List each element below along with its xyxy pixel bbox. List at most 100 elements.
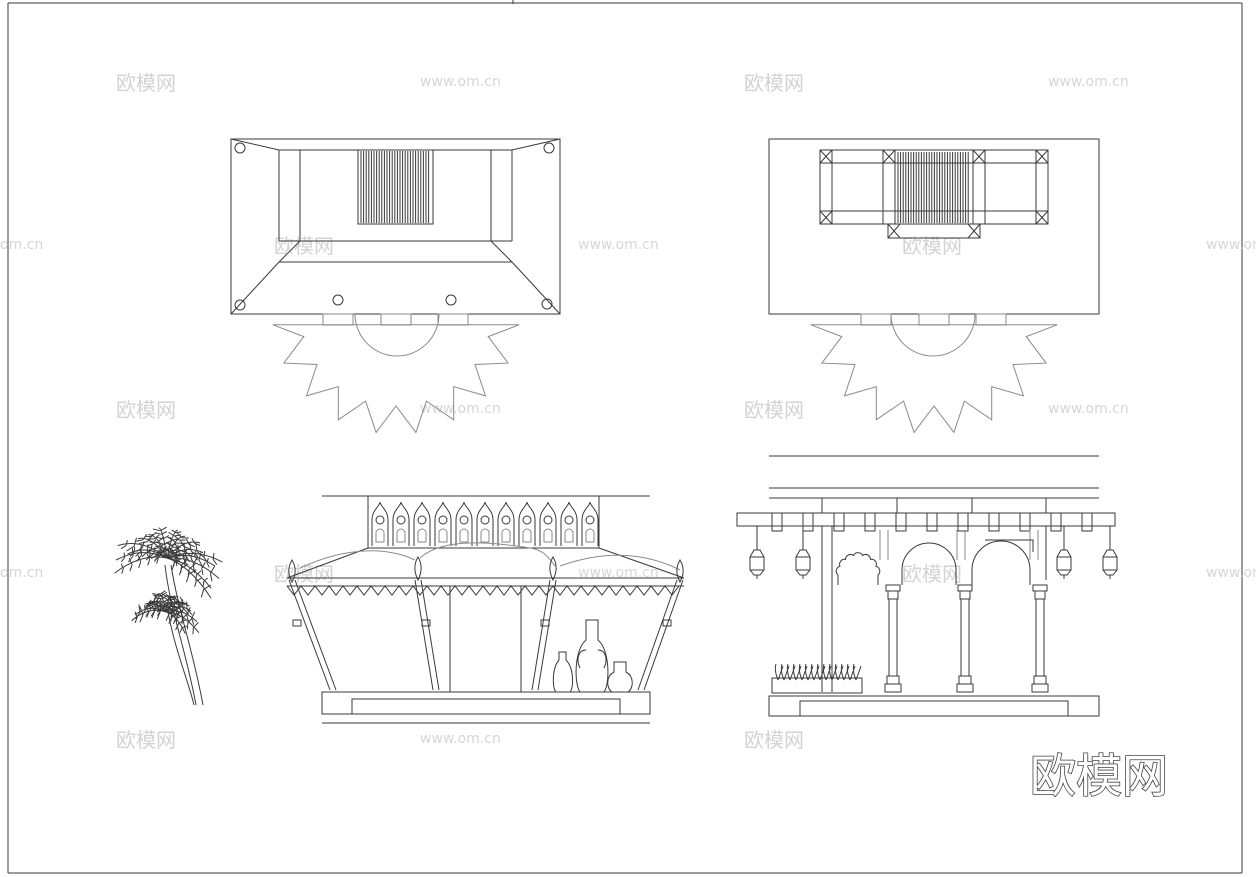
palm-fronds-lower <box>131 590 200 635</box>
palm-leaflet <box>155 532 162 535</box>
palm-leaflet <box>161 603 168 608</box>
palm-leaflet <box>164 546 171 553</box>
palm-leaflet <box>156 558 159 564</box>
planter-leaf <box>852 663 862 681</box>
palm-leaflet <box>161 593 170 599</box>
palm-leaflet <box>156 607 164 611</box>
palm-leaflet <box>128 557 133 565</box>
column-base <box>1033 675 1047 685</box>
palm-leaflet <box>183 556 188 562</box>
palm-leaflet <box>212 559 218 565</box>
plan-scalloped-base-right <box>810 313 1058 434</box>
palm-leaflet <box>156 610 162 616</box>
column-base <box>956 683 974 693</box>
palm-leaflet <box>196 570 202 576</box>
palm-leaflet <box>200 589 205 598</box>
palm-leaflet <box>162 599 168 604</box>
lattice-ring <box>480 515 490 525</box>
watermark-url-partial: om.cn <box>0 565 43 581</box>
palm-leaflet <box>168 545 173 554</box>
palm-leaflet <box>178 567 183 576</box>
palm-frond <box>158 527 168 559</box>
column-base <box>958 675 972 685</box>
site-logo-text: 欧模网 <box>1030 749 1168 803</box>
palm-leaflet <box>198 551 202 561</box>
watermark-url-partial: om.cn <box>0 237 43 253</box>
palm-frond <box>166 557 212 599</box>
palm-leaflet <box>161 531 167 535</box>
palm-frond <box>157 593 167 613</box>
dentil-block <box>988 512 1000 532</box>
column-capital <box>959 590 971 600</box>
palm-leaflet <box>209 573 213 582</box>
palm-leaflet <box>179 602 185 606</box>
palm-leaflet <box>176 531 182 534</box>
watermark-brand: 欧模网 <box>744 728 804 752</box>
dentil-block <box>957 512 969 532</box>
watermark-url: www.om.cn <box>420 401 501 417</box>
lattice-petal <box>417 528 427 543</box>
palm-leaflet <box>168 531 175 537</box>
sheet-frame <box>7 0 1243 874</box>
palm-leaflet <box>125 539 128 546</box>
palm-leaflet <box>175 553 180 560</box>
palm-leaflet <box>193 622 199 628</box>
palm-leaflet <box>155 541 165 545</box>
palm-leaflet <box>172 618 177 625</box>
column-capital <box>887 590 899 600</box>
lattice-motif <box>434 501 452 546</box>
lattice-petal <box>480 528 490 543</box>
planter-leaf <box>780 663 790 681</box>
palm-leaflet <box>203 550 206 558</box>
lattice-petal <box>438 528 448 543</box>
lattice-motif <box>413 501 431 546</box>
watermark-url: www.om.cn <box>1206 565 1256 581</box>
palm-frond <box>166 529 179 559</box>
palm-leaflet <box>174 543 179 550</box>
lattice-motif <box>539 501 557 546</box>
lattice-motif <box>455 501 473 546</box>
palm-leaflet <box>191 611 196 619</box>
palm-leaflet <box>182 602 190 607</box>
palm-leaflet <box>172 611 181 617</box>
watermark-url: www.om.cn <box>1206 237 1256 253</box>
palm-leaflet <box>136 554 142 562</box>
palm-frond <box>165 611 200 634</box>
palm-leaflet <box>135 551 142 557</box>
palm-leaflet <box>136 547 143 552</box>
plan-scalloped-base-left <box>272 313 520 434</box>
floor-plan-right <box>768 138 1100 315</box>
palm-leaflet <box>178 619 187 624</box>
palm-leaflet <box>160 591 168 597</box>
lattice-ring <box>438 515 448 525</box>
palm-leaflet <box>138 604 141 613</box>
dentil-block <box>1050 512 1062 532</box>
palm-leaflet <box>159 590 166 596</box>
lattice-ring <box>417 515 427 525</box>
palm-leaflet <box>190 557 195 564</box>
palm-leaflet <box>167 595 174 604</box>
palm-leaflet <box>186 608 193 616</box>
palm-leaflet <box>186 607 191 616</box>
palm-leaflet <box>126 545 135 552</box>
watermark-layer: 欧模网 www.om.cn 欧模网 www.om.cn om.cn 欧模网 ww… <box>0 71 1256 752</box>
palm-leaflet <box>168 615 173 624</box>
palm-leaflet <box>145 554 151 561</box>
palm-leaflet <box>154 552 163 555</box>
palm-leaflet <box>138 541 148 544</box>
lantern-body <box>749 549 765 576</box>
palm-leaflet <box>146 543 153 546</box>
palm-leaflet <box>181 563 189 569</box>
roof-plan-left <box>230 138 561 315</box>
palm-leaflet <box>192 627 194 635</box>
palm-leaflet <box>167 541 174 548</box>
palm-leaflet <box>150 544 153 551</box>
palm-leaflet <box>142 533 148 541</box>
palm-leaflet <box>123 552 126 558</box>
palm-leaflet <box>179 627 183 633</box>
watermark-brand: 欧模网 <box>116 398 176 422</box>
lattice-motif <box>392 501 410 546</box>
palm-leaflet <box>120 545 127 550</box>
palm-leaflet <box>194 550 196 557</box>
palm-leaflet <box>189 542 192 552</box>
